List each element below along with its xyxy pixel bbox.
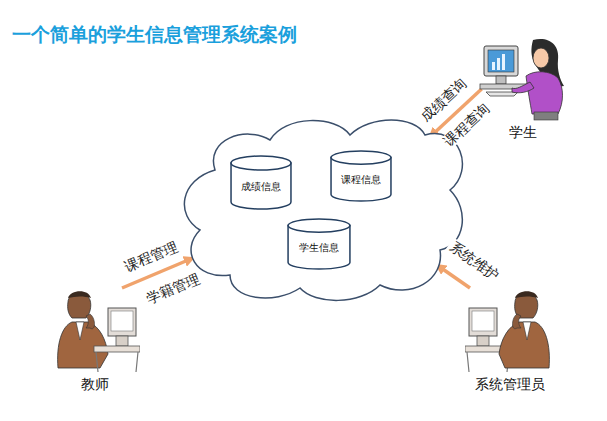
role-label: 系统管理员 bbox=[460, 376, 560, 394]
edge-label: 课程管理 bbox=[120, 239, 181, 277]
role-label: 学生 bbox=[478, 124, 568, 142]
admin-node: 系统管理员 bbox=[460, 288, 560, 394]
admin-figure bbox=[465, 288, 555, 374]
student-node: 学生 bbox=[478, 36, 568, 142]
teacher-figure bbox=[50, 288, 140, 374]
table-name: 课程信息 bbox=[341, 173, 381, 187]
flow-arrow bbox=[437, 265, 470, 288]
diagram-title: 一个简单的学生信息管理系统案例 bbox=[12, 22, 297, 48]
table-name: 成绩信息 bbox=[241, 180, 281, 194]
database-cylinder: 课程信息 bbox=[330, 150, 392, 202]
table-name: 学生信息 bbox=[299, 241, 339, 255]
system-cloud: 成绩信息 课程信息学生信息 bbox=[175, 110, 465, 305]
flow-label: 课程查询 bbox=[440, 99, 494, 151]
teacher-node: 教师 bbox=[50, 288, 140, 394]
role-label: 教师 bbox=[50, 376, 140, 394]
database-cylinder: 成绩信息 bbox=[230, 155, 292, 210]
cloud-outline bbox=[175, 110, 465, 305]
database-cylinder: 学生信息 bbox=[287, 218, 351, 270]
